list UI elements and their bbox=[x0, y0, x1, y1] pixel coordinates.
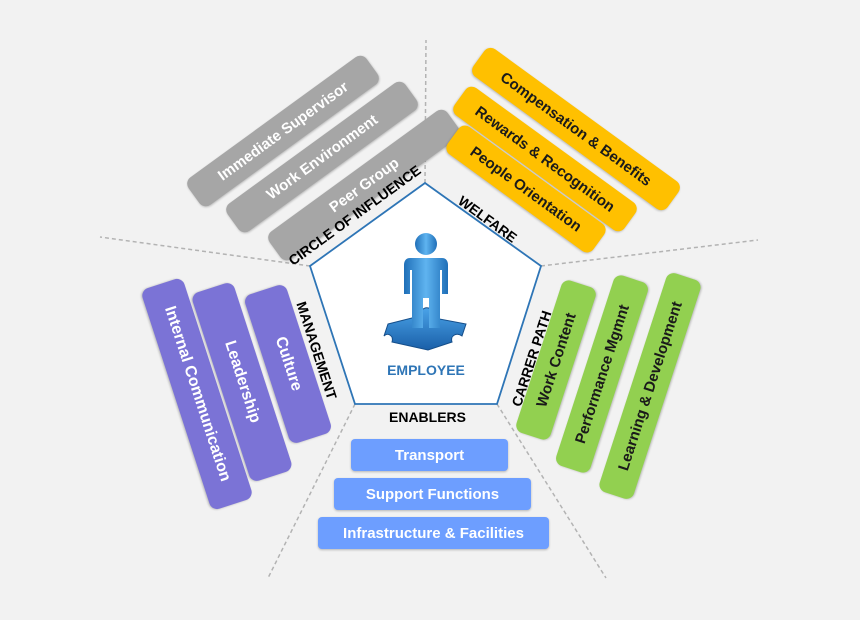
bar-infrastructure-facilities: Infrastructure & Facilities bbox=[318, 517, 549, 549]
bar-support-functions: Support Functions bbox=[334, 478, 531, 510]
employee-label: EMPLOYEE bbox=[387, 362, 465, 378]
divider-bottom-left bbox=[267, 403, 356, 579]
person-on-puzzle-icon bbox=[383, 233, 467, 351]
divider-bottom-right bbox=[496, 403, 607, 579]
label-enablers: ENABLERS bbox=[389, 409, 467, 425]
divider-left bbox=[99, 236, 311, 267]
divider-right bbox=[540, 239, 759, 267]
bar-transport: Transport bbox=[351, 439, 508, 471]
